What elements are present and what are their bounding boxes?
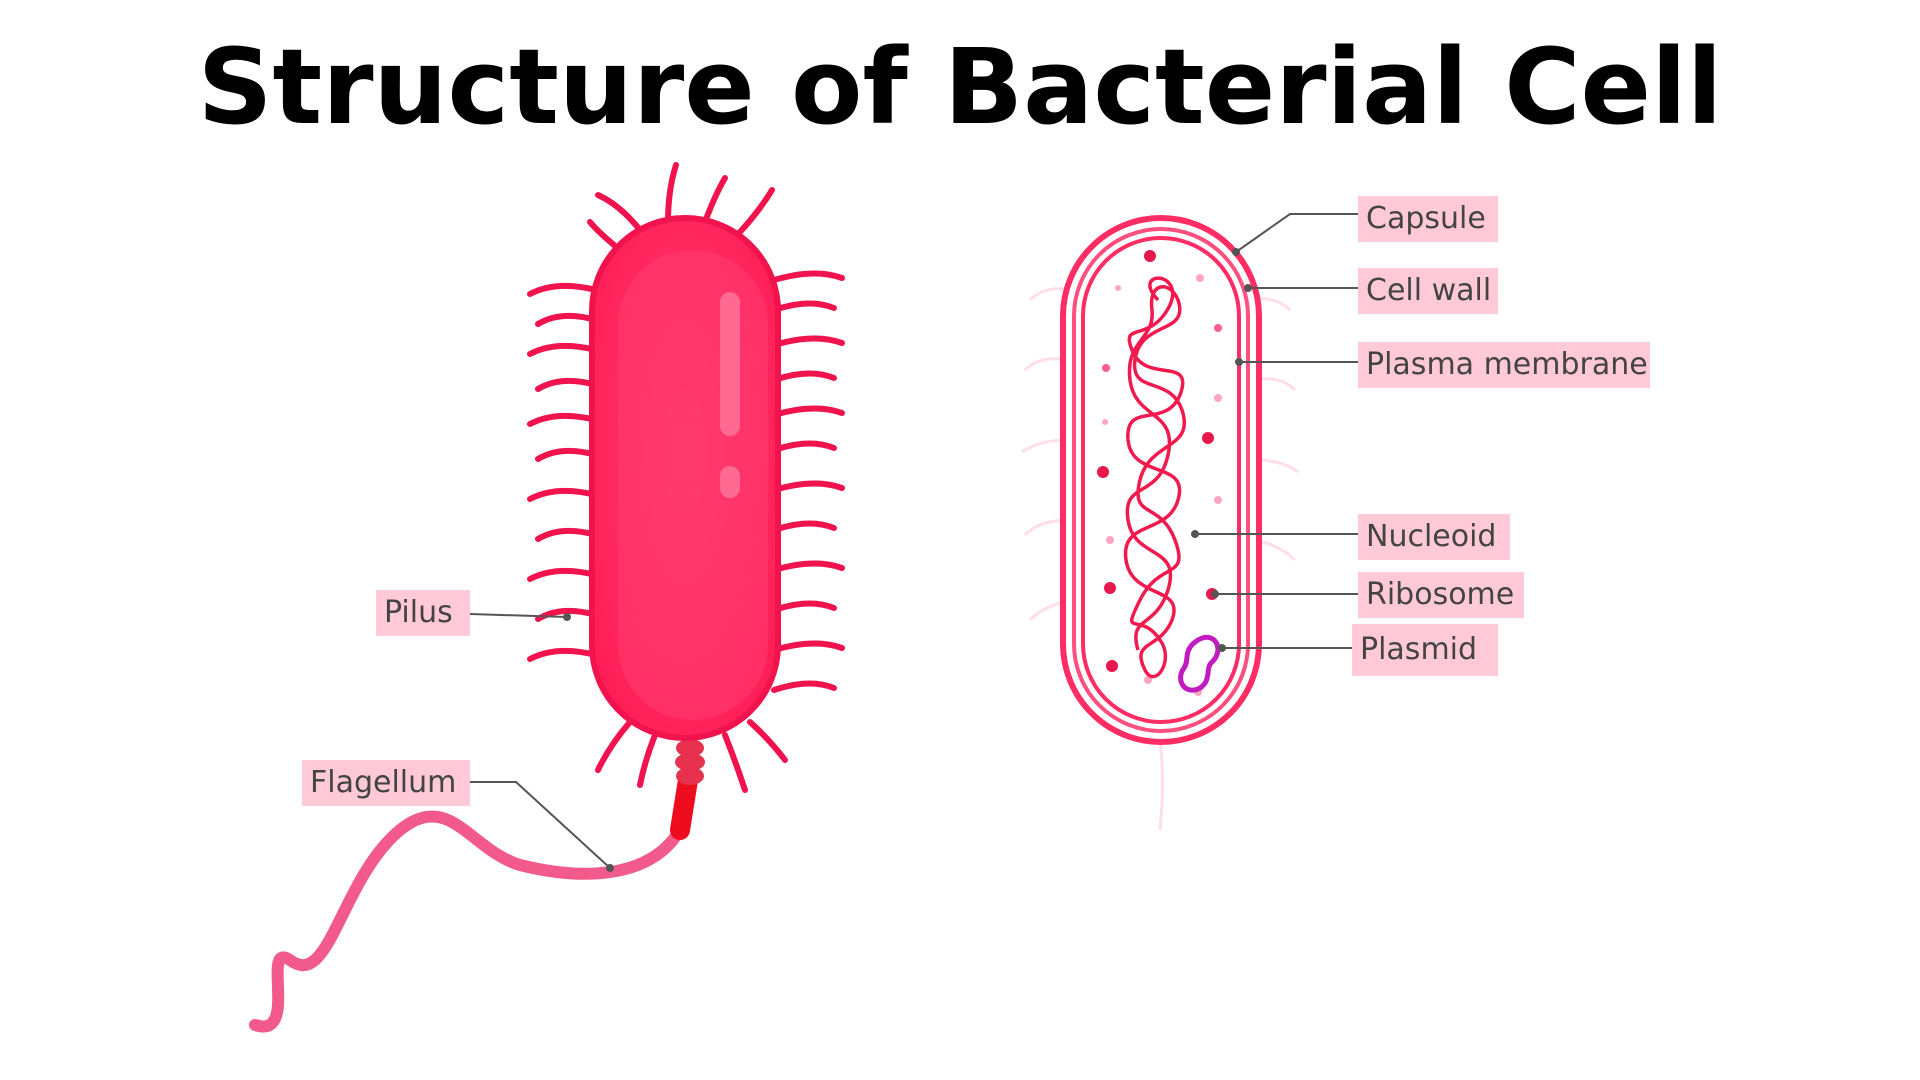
ribosome-dot <box>1196 274 1204 282</box>
plasmid <box>1178 635 1221 693</box>
label-capsule: Capsule <box>1358 196 1498 242</box>
label-plasma-membrane: Plasma membrane <box>1358 342 1650 388</box>
diagram-title: Structure of Bacterial Cell <box>197 26 1723 148</box>
pilus <box>595 192 643 233</box>
pilus <box>595 719 633 773</box>
pilus <box>535 527 599 542</box>
flagellum-base <box>675 739 705 785</box>
ribosome-dot <box>1106 536 1114 544</box>
ribosome-dot <box>1144 250 1156 262</box>
pilus <box>527 342 599 357</box>
pilus <box>771 680 837 693</box>
ribosome-dot <box>1102 419 1108 425</box>
ribosome-dot <box>1102 364 1110 372</box>
ribosome-dot <box>1097 466 1109 478</box>
pilus <box>771 520 837 533</box>
label-flagellum: Flagellum <box>302 760 470 806</box>
pilus <box>771 335 845 348</box>
pilus <box>771 370 837 383</box>
pilus <box>702 175 728 225</box>
label-pilus: Pilus <box>376 590 470 636</box>
ribosome-dot <box>1202 432 1214 444</box>
ribosome-dot <box>1115 285 1121 291</box>
leader-flagellum <box>470 781 611 869</box>
label-plasmid: Plasmid <box>1352 624 1498 676</box>
pilus <box>637 732 658 788</box>
cell-wall <box>1072 227 1250 733</box>
leader-pilus <box>469 613 568 618</box>
pilus <box>771 480 845 493</box>
pilus <box>771 440 837 453</box>
pilus <box>771 560 845 573</box>
pili <box>527 162 845 793</box>
ribosome-dot <box>1214 496 1222 504</box>
leader-lines <box>469 213 1358 872</box>
label-ribosome: Ribosome <box>1358 572 1524 618</box>
pilus <box>535 447 599 462</box>
cell-highlight <box>720 292 740 436</box>
ribosome-dot <box>1144 676 1152 684</box>
ribosome-dot <box>1106 660 1118 672</box>
ribosome-dot <box>1104 582 1116 594</box>
cell-highlight-dot <box>720 466 740 498</box>
pilus <box>771 640 845 653</box>
nucleoid <box>1123 276 1186 679</box>
ribosome-dot <box>1214 394 1222 402</box>
pilus <box>527 567 599 582</box>
pilus <box>527 412 599 427</box>
pilus <box>722 732 748 793</box>
pilus <box>771 600 837 613</box>
pilus <box>535 377 599 392</box>
label-cell-wall: Cell wall <box>1358 268 1498 314</box>
pilus <box>747 719 788 763</box>
pilus <box>527 647 599 662</box>
plasma-membrane <box>1081 236 1241 724</box>
flagellum <box>249 810 686 1033</box>
flagellum-hook <box>670 770 698 840</box>
ribosome-dot <box>1214 324 1222 332</box>
pilus <box>771 270 845 283</box>
pilus <box>535 312 599 327</box>
pilus <box>527 487 599 502</box>
pilus <box>737 187 775 235</box>
pilus <box>665 162 679 225</box>
label-nucleoid: Nucleoid <box>1358 514 1510 560</box>
leader-capsule <box>1235 213 1358 253</box>
pilus <box>771 405 845 418</box>
cell-inner-shade <box>618 250 768 720</box>
pilus <box>527 282 599 297</box>
pilus <box>771 300 837 313</box>
